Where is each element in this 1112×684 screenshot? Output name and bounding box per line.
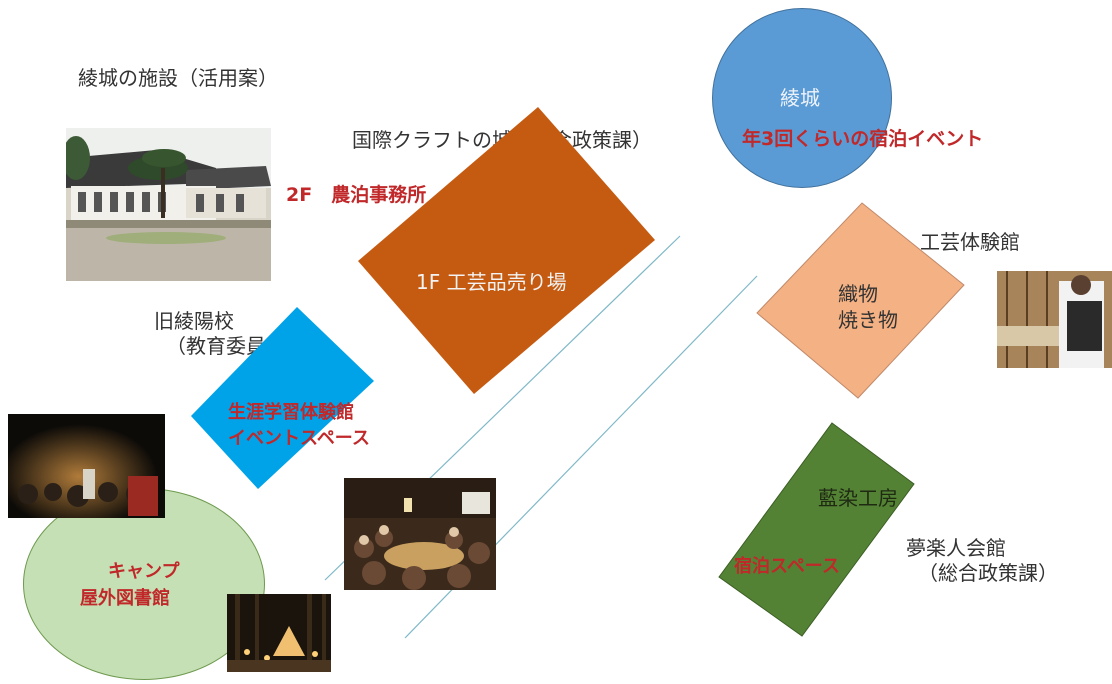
camp-label-line2: 屋外図書館: [80, 588, 170, 609]
old-school-photo: [66, 128, 271, 281]
craft-castle-shape: [358, 107, 655, 394]
old-school-shape: [191, 307, 374, 489]
page-title: 綾城の施設（活用案）: [78, 66, 278, 90]
camp-label-line1: キャンプ: [108, 561, 180, 582]
old-school-caption-line1: 旧綾陽校: [154, 309, 234, 333]
castle-event-label: 年3回くらいの宿泊イベント: [742, 128, 984, 150]
weaving-photo: [997, 271, 1112, 368]
craft-castle-1f-label: 1F 工芸品売り場: [416, 270, 567, 294]
campfire-photo: [8, 414, 165, 518]
old-school-label-line1: 生涯学習体験館: [228, 402, 354, 423]
castle-label: 綾城: [780, 86, 820, 110]
yumeraku-shape: [718, 422, 915, 637]
old-school-label-line2: イベントスペース: [228, 428, 370, 449]
indoor-event-photo: [344, 478, 496, 590]
craft-hall-shape: [756, 202, 965, 399]
camp-ellipse: [23, 488, 265, 680]
craft-hall-label-line1: 織物: [838, 282, 878, 306]
yumeraku-stay-label: 宿泊スペース: [734, 556, 840, 577]
lantern-camp-photo: [227, 594, 331, 672]
yumeraku-caption-line1: 夢楽人会館: [906, 536, 1006, 560]
craft-hall-label-line2: 焼き物: [838, 308, 898, 332]
yumeraku-caption-line2: （総合政策課）: [918, 561, 1058, 585]
yumeraku-top-label: 藍染工房: [818, 486, 898, 510]
castle-circle: [712, 8, 892, 188]
craft-hall-caption: 工芸体験館: [920, 230, 1020, 254]
craft-castle-2f-label: 2F 農泊事務所: [286, 184, 427, 206]
